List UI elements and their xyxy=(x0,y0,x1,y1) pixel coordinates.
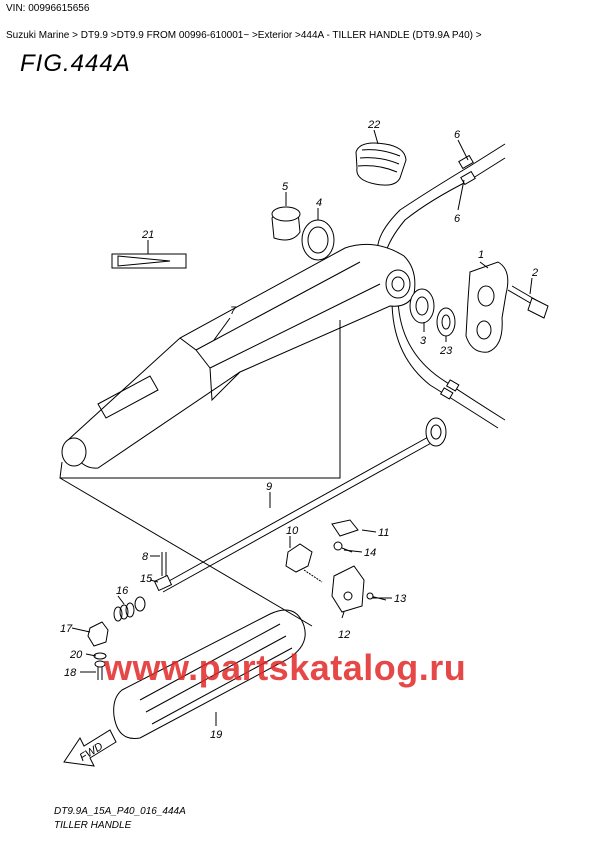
callout-6-upper[interactable]: 6 xyxy=(454,129,461,141)
callout-18[interactable]: 18 xyxy=(64,667,77,679)
part-5-bushing[interactable] xyxy=(271,206,301,241)
callout-4[interactable]: 4 xyxy=(316,197,322,209)
part-7-tiller-arm[interactable] xyxy=(61,243,416,469)
leader-lines xyxy=(59,129,533,726)
callout-10[interactable]: 10 xyxy=(286,525,299,537)
callout-12[interactable]: 12 xyxy=(338,629,350,641)
callout-14[interactable]: 14 xyxy=(364,547,376,559)
watermark: www.partskatalog.ru xyxy=(104,647,467,688)
breadcrumb[interactable]: Suzuki Marine > DT9.9 >DT9.9 FROM 00996-… xyxy=(6,30,482,41)
part-9-throttle-shaft[interactable] xyxy=(159,417,447,593)
part-23-washer[interactable] xyxy=(436,307,456,337)
diagram-code: DT9.9A_15A_P40_016_444A xyxy=(54,806,186,817)
part-11-plate[interactable] xyxy=(331,519,359,537)
callout-11[interactable]: 11 xyxy=(378,527,389,539)
part-18-screw[interactable] xyxy=(94,660,106,680)
callout-13[interactable]: 13 xyxy=(394,593,407,605)
part-2-bolt[interactable] xyxy=(507,285,549,319)
part-3-washer[interactable] xyxy=(409,288,435,324)
callout-3[interactable]: 3 xyxy=(420,335,427,347)
callout-23[interactable]: 23 xyxy=(439,345,453,357)
part-22-grommet[interactable] xyxy=(355,142,407,186)
callout-20[interactable]: 20 xyxy=(69,649,83,661)
callout-6-lower[interactable]: 6 xyxy=(454,213,461,225)
callout-19[interactable]: 19 xyxy=(210,729,222,741)
callout-7[interactable]: 7 xyxy=(230,305,237,317)
part-4-washer[interactable] xyxy=(301,219,335,261)
callout-5[interactable]: 5 xyxy=(282,181,289,193)
part-17-stopper[interactable] xyxy=(87,621,109,647)
callout-8[interactable]: 8 xyxy=(142,551,149,563)
callout-21[interactable]: 21 xyxy=(141,229,154,241)
part-15-collar[interactable] xyxy=(153,574,173,592)
callout-15[interactable]: 15 xyxy=(140,573,153,585)
part-21-label[interactable] xyxy=(111,253,187,269)
part-12-clamp[interactable] xyxy=(331,565,365,613)
part-1-friction-bracket[interactable] xyxy=(465,261,509,353)
part-8-pin[interactable] xyxy=(161,552,167,576)
figure-title: FIG.444A xyxy=(20,50,131,77)
callout-labels: 22 6 6 5 4 21 1 2 7 3 23 9 10 11 14 8 15… xyxy=(60,119,538,764)
callout-22[interactable]: 22 xyxy=(367,119,380,131)
callout-17[interactable]: 17 xyxy=(60,623,73,635)
fwd-arrow xyxy=(63,729,117,767)
callout-1[interactable]: 1 xyxy=(478,249,484,261)
part-13-screw[interactable] xyxy=(366,592,387,601)
part-16-spring[interactable] xyxy=(113,596,146,622)
callout-16[interactable]: 16 xyxy=(116,585,129,597)
callout-2[interactable]: 2 xyxy=(531,267,538,279)
vin-label: VIN: 00996615656 xyxy=(6,3,90,14)
diagram-description: TILLER HANDLE xyxy=(54,820,132,831)
callout-9[interactable]: 9 xyxy=(266,481,272,493)
part-10-adjust-knob[interactable] xyxy=(285,543,323,583)
part-19-grip[interactable] xyxy=(113,609,306,740)
